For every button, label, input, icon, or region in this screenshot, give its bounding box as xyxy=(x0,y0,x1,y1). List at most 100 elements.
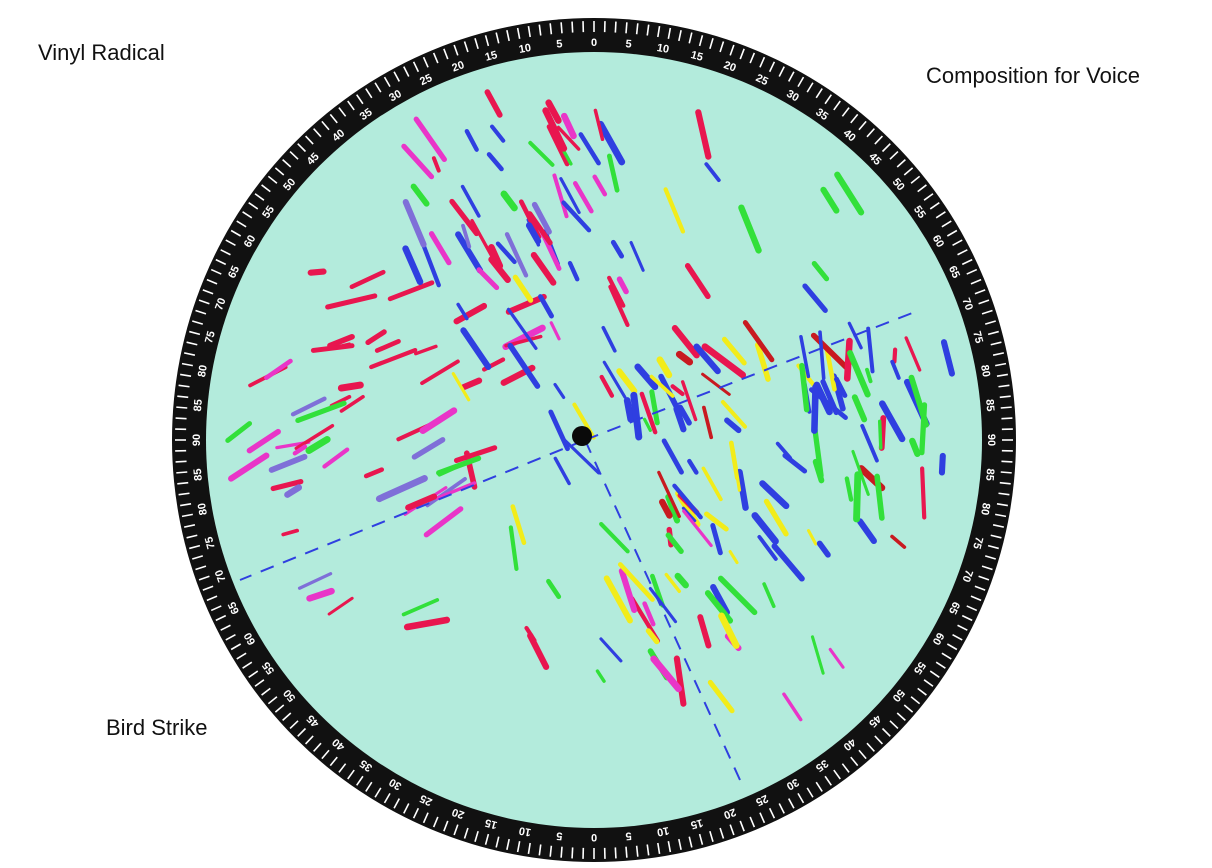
dial-tick xyxy=(183,524,196,528)
dial-tick xyxy=(719,41,725,53)
dial-number: 55 xyxy=(260,659,277,676)
label-bird-strike: Bird Strike xyxy=(106,715,208,740)
dial-tick xyxy=(215,614,227,622)
paint-stroke xyxy=(225,421,253,443)
dial-tick xyxy=(866,128,875,138)
dial-number: 15 xyxy=(484,49,499,64)
dial-number: 30 xyxy=(387,776,404,793)
dial-tick xyxy=(646,844,650,856)
dial-tick xyxy=(667,841,672,853)
dial-tick xyxy=(797,792,805,804)
dial-tick xyxy=(474,830,479,842)
paint-stroke xyxy=(616,276,629,295)
paint-stroke xyxy=(401,598,440,617)
dial-number: 30 xyxy=(387,88,404,105)
paint-stroke xyxy=(322,447,350,469)
paint-stroke xyxy=(920,466,927,520)
dial-tick xyxy=(903,704,914,713)
paint-stroke xyxy=(681,506,697,523)
paint-stroke xyxy=(702,405,714,440)
dial-tick xyxy=(614,21,617,33)
paint-stroke xyxy=(437,459,471,477)
dial-tick xyxy=(974,289,986,295)
dial-tick xyxy=(657,26,661,38)
dial-tick xyxy=(178,492,190,496)
paint-stroke xyxy=(844,476,854,502)
dial-tick xyxy=(516,841,521,853)
dial-tick xyxy=(549,23,553,35)
paint-stroke xyxy=(505,293,547,315)
paint-stroke xyxy=(856,518,877,545)
dial-tick xyxy=(929,202,940,210)
paint-stroke xyxy=(806,529,818,546)
paint-stroke xyxy=(909,437,921,457)
paint-stroke xyxy=(553,456,571,486)
paint-stroke xyxy=(562,149,573,166)
paint-stroke xyxy=(284,484,303,498)
dial-tick xyxy=(1001,417,1013,420)
paint-stroke xyxy=(542,107,568,152)
paint-stroke xyxy=(682,509,713,548)
dial-number: 35 xyxy=(358,757,375,774)
dial-tick xyxy=(935,661,946,669)
dial-number: 15 xyxy=(689,49,704,64)
dial-tick xyxy=(484,35,490,47)
dial-tick xyxy=(538,844,542,856)
dial-tick xyxy=(698,833,704,845)
paint-stroke xyxy=(618,568,638,614)
paint-stroke xyxy=(486,152,504,172)
dial-number: 15 xyxy=(689,816,704,831)
paint-stroke xyxy=(642,417,652,432)
paint-stroke xyxy=(572,181,594,214)
dial-tick xyxy=(560,846,563,858)
paint-stroke xyxy=(510,504,527,546)
dial-tick xyxy=(297,727,307,737)
paint-stroke xyxy=(771,543,805,582)
dial-tick xyxy=(614,847,617,859)
dial-tick xyxy=(432,52,439,64)
dial-number: 25 xyxy=(418,792,434,808)
dial-number: 65 xyxy=(946,264,962,280)
paint-stroke xyxy=(672,483,703,520)
dial-tick xyxy=(453,824,459,836)
paint-stroke xyxy=(701,372,731,396)
dial-tick xyxy=(929,670,940,678)
paint-stroke xyxy=(561,437,601,475)
dial-tick xyxy=(966,268,978,275)
paint-stroke xyxy=(665,532,684,554)
paint-stroke xyxy=(525,222,542,245)
paint-stroke xyxy=(816,540,831,558)
dial-tick xyxy=(917,184,927,193)
dial-tick xyxy=(484,833,490,845)
paint-stroke xyxy=(290,396,327,417)
dial-number: 20 xyxy=(722,59,738,74)
dial-tick xyxy=(506,29,510,42)
dial-tick xyxy=(966,605,978,612)
dial-tick xyxy=(995,513,1007,518)
dial-tick xyxy=(957,249,968,256)
paint-stroke xyxy=(307,268,327,276)
dial-tick xyxy=(998,492,1010,496)
dial-tick xyxy=(833,100,841,111)
paint-stroke xyxy=(504,232,529,278)
dial-tick xyxy=(267,175,278,184)
paint-stroke xyxy=(527,211,553,246)
dial-tick xyxy=(274,167,285,176)
dial-tick xyxy=(646,24,650,36)
paint-stroke xyxy=(799,362,810,413)
paint-stroke xyxy=(724,417,742,434)
paint-stroke xyxy=(742,320,775,363)
dial-number: 25 xyxy=(754,792,770,808)
dial-tick xyxy=(313,742,322,752)
paint-stroke xyxy=(449,198,480,237)
paint-stroke xyxy=(684,263,711,300)
dial-tick xyxy=(996,503,1008,507)
dial-tick xyxy=(709,38,714,50)
dial-tick xyxy=(571,21,574,33)
dial-tick xyxy=(463,41,469,53)
dial-tick xyxy=(778,803,785,814)
paint-stroke xyxy=(327,596,354,616)
paint-stroke xyxy=(799,334,811,379)
paint-stroke xyxy=(292,444,308,456)
